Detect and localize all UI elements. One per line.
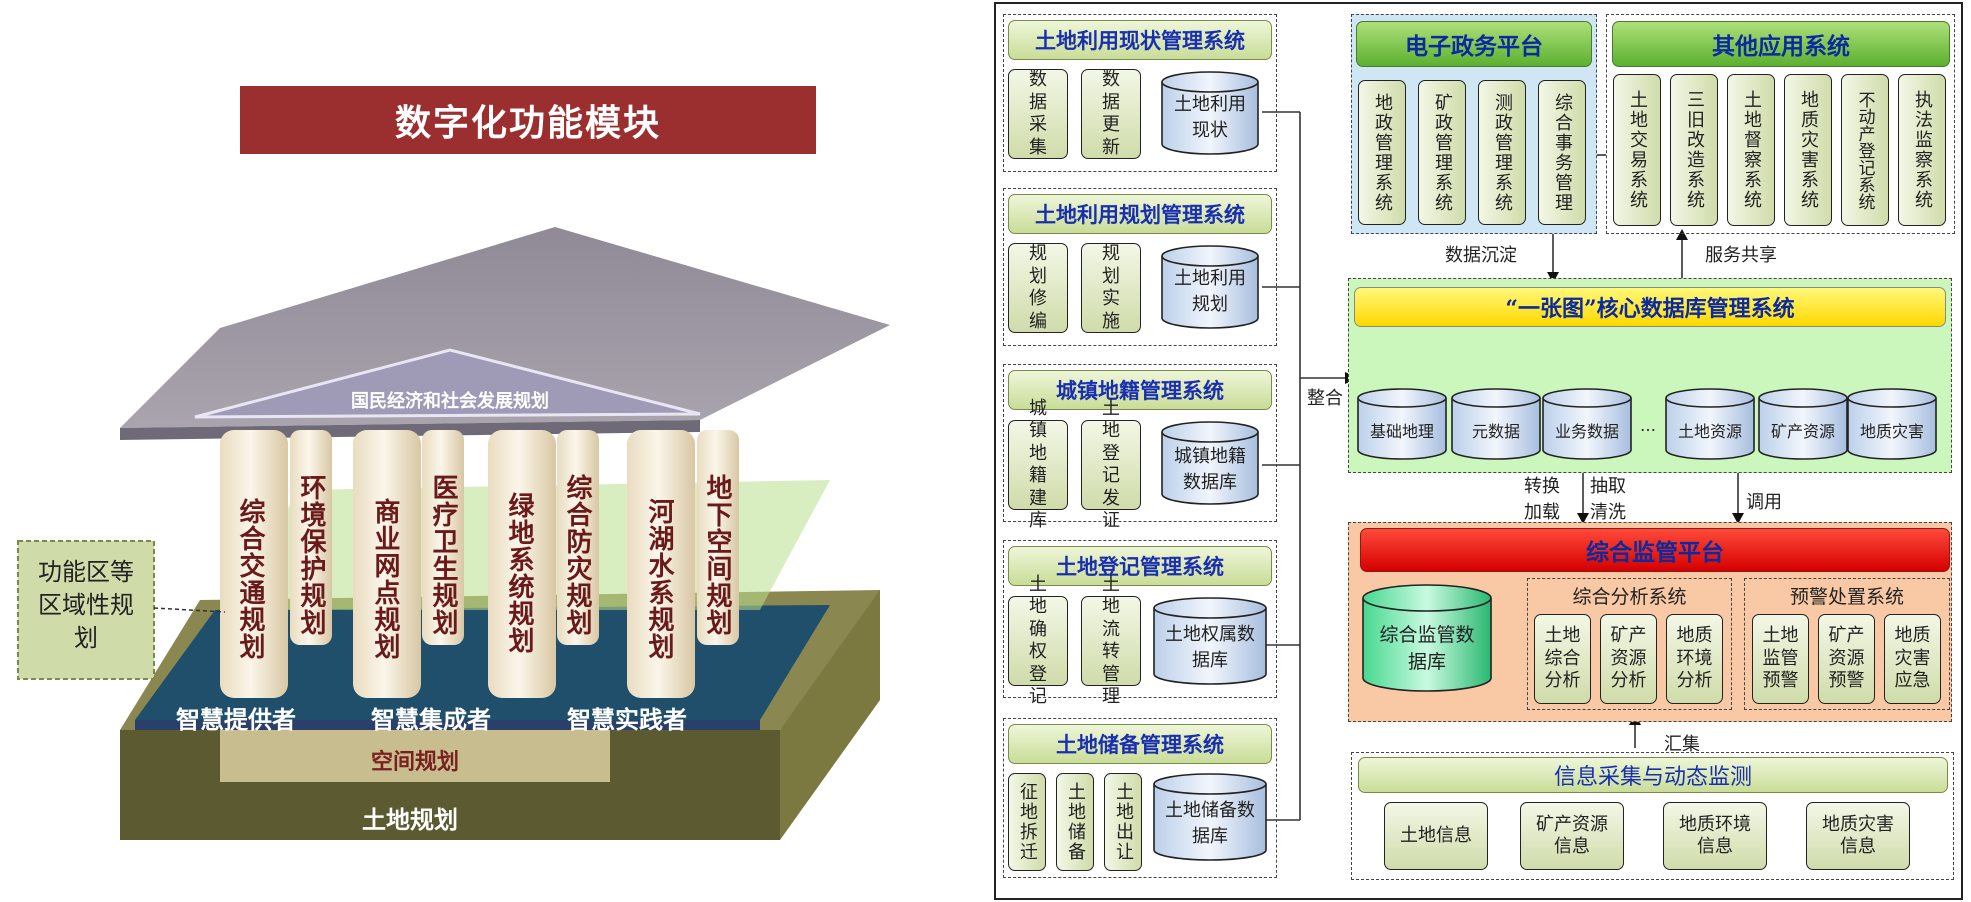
system-architecture-frame xyxy=(994,2,1963,900)
system-item: 数据更新 xyxy=(1081,69,1141,159)
pillar-label: 绿地系统规划 xyxy=(504,492,534,654)
system-title: 土地储备管理系统 xyxy=(1008,724,1272,764)
label-integrate: 整合 xyxy=(1307,388,1343,409)
other-apps-title: 其他应用系统 xyxy=(1612,21,1950,67)
pillar-label: 医疗卫生规划 xyxy=(428,474,458,636)
system-item: 征地拆迁 xyxy=(1008,773,1046,871)
platform-db-label: 综合监管数据库 xyxy=(1379,624,1475,673)
space-plan-label: 空间规划 xyxy=(370,750,459,775)
other-app-item: 地质灾害系统 xyxy=(1784,74,1832,226)
label-collect: 汇集 xyxy=(1664,734,1700,755)
collection-item: 矿产资源信息 xyxy=(1520,802,1624,870)
core-db-item: 元数据 xyxy=(1471,422,1520,441)
warning-group xyxy=(1744,578,1950,710)
other-app-item: 土地督察系统 xyxy=(1727,74,1775,226)
analysis-item: 地质环境分析 xyxy=(1666,614,1723,704)
core-db-item: 土地资源 xyxy=(1677,422,1742,441)
base-label: 智慧提供者 xyxy=(176,706,296,734)
module-title: 数字化功能模块 xyxy=(240,86,816,154)
collection-item: 地质灾害信息 xyxy=(1806,802,1910,870)
system-item: 土地确权登记 xyxy=(1008,574,1068,707)
warning-item: 土地监管预警 xyxy=(1752,614,1809,704)
core-db-title: “一张图”核心数据库管理系统 xyxy=(1354,287,1946,327)
other-app-item: 不动产登记系统 xyxy=(1841,74,1889,226)
land-plan-label: 土地规划 xyxy=(362,806,458,834)
other-app-item: 三旧改造系统 xyxy=(1670,74,1718,226)
warning-item: 地质灾害应急 xyxy=(1884,614,1941,704)
system-title: 土地利用规划管理系统 xyxy=(1008,194,1272,234)
system-item: 规划实施 xyxy=(1081,243,1141,333)
label-extract-clean: 抽取清洗 xyxy=(1590,476,1626,523)
system-item: 规划修编 xyxy=(1008,243,1068,333)
space-plan-box xyxy=(220,730,610,782)
platform-title: 综合监管平台 xyxy=(1360,528,1950,572)
other-app-item: 执法监察系统 xyxy=(1898,74,1946,226)
core-db-item: 业务数据 xyxy=(1554,422,1619,441)
pillars xyxy=(220,430,739,698)
roof-top xyxy=(120,227,890,428)
analysis-item: 土地综合分析 xyxy=(1534,614,1591,704)
temple-illustration xyxy=(17,227,890,840)
core-db-item: 地质灾害 xyxy=(1859,422,1924,441)
side-label: 功能区等区域性规划 xyxy=(38,558,134,652)
base-label: 智慧集成者 xyxy=(371,706,491,734)
system-item: 土地出让 xyxy=(1104,773,1142,871)
system-title: 土地登记管理系统 xyxy=(1008,546,1272,586)
label-call: 调用 xyxy=(1746,492,1782,513)
label-convert-load: 转换加载 xyxy=(1524,476,1560,523)
system-group xyxy=(1003,718,1277,878)
egov-item: 测政管理系统 xyxy=(1478,80,1526,225)
roof-triangle xyxy=(194,348,701,419)
collection-item: 土地信息 xyxy=(1384,802,1488,870)
system-item: 土地流转管理 xyxy=(1081,574,1141,707)
warning-title: 预警处置系统 xyxy=(1789,586,1904,608)
other-apps-group xyxy=(1606,14,1955,234)
system-title: 城镇地籍管理系统 xyxy=(1008,370,1272,410)
egov-title: 电子政务平台 xyxy=(1356,21,1592,67)
pillar-label: 综合防灾规划 xyxy=(562,474,592,636)
warning-item: 矿产资源预警 xyxy=(1818,614,1875,704)
label-service-share: 服务共享 xyxy=(1705,245,1777,266)
system-item: 城镇地籍建库 xyxy=(1008,398,1068,531)
database-label: 土地权属数据库 xyxy=(1165,624,1255,671)
system-item: 土地储备 xyxy=(1056,773,1094,871)
other-app-item: 土地交易系统 xyxy=(1613,74,1661,226)
core-db-item: … xyxy=(1640,416,1656,435)
system-group xyxy=(1003,540,1277,698)
collection-group xyxy=(1351,752,1954,880)
system-group xyxy=(1003,364,1277,522)
system-item: 数据采集 xyxy=(1008,69,1068,159)
database-label: 土地利用规划 xyxy=(1174,268,1246,315)
core-db-item: 基础地理 xyxy=(1369,422,1434,441)
egov-item: 地政管理系统 xyxy=(1358,80,1406,225)
system-group xyxy=(1003,14,1277,172)
pillar-label: 综合交通规划 xyxy=(235,498,265,660)
database-label: 城镇地籍数据库 xyxy=(1174,446,1246,493)
analysis-item: 矿产资源分析 xyxy=(1600,614,1657,704)
analysis-group xyxy=(1527,578,1732,710)
system-group xyxy=(1003,188,1277,346)
pillar-label: 地下空间规划 xyxy=(702,474,732,636)
egov-item: 矿政管理系统 xyxy=(1418,80,1466,225)
pillar-label: 商业网点规划 xyxy=(370,498,400,660)
analysis-title: 综合分析系统 xyxy=(1572,586,1687,608)
roof-label: 国民经济和社会发展规划 xyxy=(351,391,549,412)
base-label: 智慧实践者 xyxy=(567,706,687,734)
core-db-item: 矿产资源 xyxy=(1770,422,1835,441)
collection-title: 信息采集与动态监测 xyxy=(1358,757,1948,793)
egov-item: 综合事务管理 xyxy=(1538,80,1586,225)
pillar-label: 河湖水系规划 xyxy=(644,498,674,660)
database-label: 土地储备数据库 xyxy=(1165,800,1255,847)
system-item: 土地登记发证 xyxy=(1081,398,1141,531)
system-title: 土地利用现状管理系统 xyxy=(1008,20,1272,60)
collection-item: 地质环境信息 xyxy=(1663,802,1767,870)
land-base-right xyxy=(780,590,880,840)
side-label-box xyxy=(17,540,155,680)
label-data-sediment: 数据沉淀 xyxy=(1445,245,1517,266)
database-label: 土地利用现状 xyxy=(1174,94,1246,141)
pillar-label: 环境保护规划 xyxy=(296,474,326,636)
